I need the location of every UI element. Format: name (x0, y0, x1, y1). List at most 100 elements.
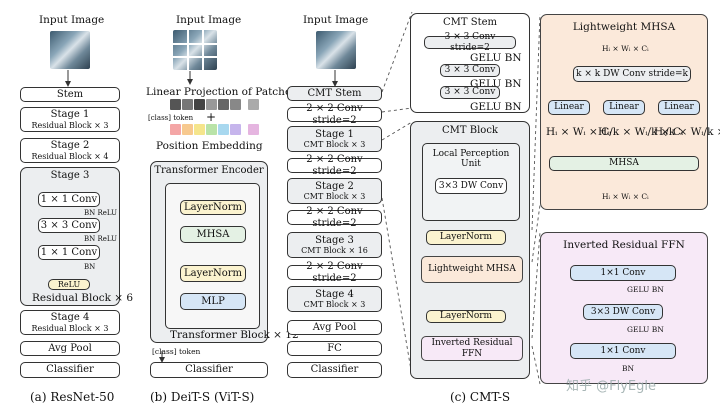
cmt-stage4-sub: CMT Block × 3 (303, 300, 366, 310)
lmhsa-linear-v: Linear (658, 100, 700, 115)
cmt-stage3-title: Stage 3 (315, 234, 354, 246)
block-lmhsa-label: Lightweight MHSA (428, 264, 516, 275)
block-irffn-label: Inverted Residual FFN (431, 338, 513, 359)
resnet-relu: ReLU (48, 279, 90, 290)
stem-conv-a: 3 × 3 Conv stride=2 (424, 32, 516, 53)
cmt-stage1-title: Stage 1 (315, 128, 354, 140)
resnet-stage4-sub: Residual Block × 3 (31, 323, 109, 333)
deit-block-sub: Transformer Block × 12 (170, 329, 299, 341)
lmhsa-dim-k: Hᵢ/k × Wᵢ/k × Cᵢ (598, 126, 684, 138)
cmt-stage3: Stage 3 CMT Block × 16 (287, 232, 382, 258)
deit-patch-grid (173, 30, 217, 70)
resnet-classifier-label: Classifier (46, 364, 94, 376)
deit-position-embedding: Position Embedding (156, 140, 263, 152)
resnet-stage4-title: Stage 4 (50, 312, 90, 324)
resnet-conv1x1-b: 1 × 1 Conv (38, 245, 100, 260)
cmt-conv-stride-c-label: 2 × 2 Conv stride=2 (306, 206, 363, 229)
resnet-input-image (50, 31, 90, 69)
lmhsa-mhsa: MHSA (549, 156, 699, 171)
ffn-bn: BN (622, 364, 635, 373)
ffn-dwconv: 3×3 DW Conv (583, 304, 663, 320)
resnet-stage4: Stage 4 Residual Block × 3 (20, 310, 120, 335)
lpu-dwconv: 3×3 DW Conv (435, 178, 507, 194)
cmt-stem: CMT Stem (287, 86, 382, 101)
resnet-stage2-title: Stage 2 (50, 140, 90, 152)
deit-position-tokens (170, 124, 260, 136)
deit-layernorm-2-label: LayerNorm (184, 267, 242, 279)
lpu-dwconv-label: 3×3 DW Conv (438, 180, 504, 191)
deit-class-token-label: [class] token (148, 114, 194, 122)
deit-mlp-label: MLP (201, 295, 225, 307)
ffn-dwconv-label: 3×3 DW Conv (590, 306, 656, 317)
cmt-stage2: Stage 2 CMT Block × 3 (287, 178, 382, 204)
lmhsa-dwconv-label: k × k DW Conv stride=k (576, 68, 688, 79)
deit-mhsa: MHSA (180, 226, 246, 243)
deit-plus-sign: + (206, 110, 217, 124)
cmt-stage2-title: Stage 2 (315, 180, 354, 192)
cmt-stage2-sub: CMT Block × 3 (303, 192, 366, 202)
cmt-stage4-title: Stage 4 (315, 288, 354, 300)
stem-conv-c-label: 3 × 3 Conv (444, 87, 496, 98)
cmt-conv-stride-b: 2 × 2 Conv stride=2 (287, 154, 382, 177)
deit-encoder-title: Transformer Encoder (154, 165, 264, 176)
stem-gelu-bn-a: GELU BN (470, 52, 522, 64)
lmhsa-mhsa-label: MHSA (609, 158, 639, 169)
resnet-conv3x3: 3 × 3 Conv (38, 218, 100, 233)
stem-conv-a-label: 3 × 3 Conv stride=2 (444, 32, 496, 53)
resnet-conv3x3-label: 3 × 3 Conv (40, 219, 98, 231)
resnet-stage2: Stage 2 Residual Block × 4 (20, 138, 120, 163)
cmt-conv-stride-a: 2 × 2 Conv stride=2 (287, 103, 382, 126)
cmt-stage1-sub: CMT Block × 3 (303, 140, 366, 150)
stem-conv-c: 3 × 3 Conv (440, 86, 500, 99)
stem-conv-b-label: 3 × 3 Conv (444, 65, 496, 76)
deit-linear-projection: Linear Projection of Patches (146, 86, 297, 98)
cmt-avgpool-label: Avg Pool (312, 321, 357, 333)
deit-layernorm-1: LayerNorm (180, 200, 246, 215)
resnet-conv1x1-a: 1 × 1 Conv (38, 192, 100, 207)
stem-conv-b: 3 × 3 Conv (440, 64, 500, 77)
cmt-conv-stride-c: 2 × 2 Conv stride=2 (287, 206, 382, 229)
block-layernorm-2-label: LayerNorm (439, 311, 493, 322)
ffn-conv2: 1×1 Conv (570, 343, 676, 359)
ffn-conv1: 1×1 Conv (570, 265, 676, 281)
cmt-stem-label: CMT Stem (307, 87, 362, 99)
deit-classifier: Classifier (150, 362, 268, 378)
deit-layernorm-1-label: LayerNorm (184, 201, 242, 213)
lmhsa-linear-k-label: Linear (609, 102, 639, 113)
resnet-bn-relu-2: BN ReLU (84, 235, 118, 243)
cmt-fc-label: FC (327, 342, 342, 354)
lmhsa-linear-v-label: Linear (664, 102, 694, 113)
cmt-conv-stride-d: 2 × 2 Conv stride=2 (287, 261, 382, 284)
resnet-stage3-sub: Residual Block × 6 (32, 292, 134, 304)
block-layernorm-2: LayerNorm (426, 310, 506, 323)
deit-mlp: MLP (180, 293, 246, 310)
cmt-conv-stride-a-label: 2 × 2 Conv stride=2 (306, 103, 363, 126)
stem-gelu-bn-c: GELU BN (470, 101, 522, 113)
cmt-caption: (c) CMT-S (450, 390, 511, 404)
resnet-stage3-title: Stage 3 (50, 170, 90, 181)
cmt-stage4: Stage 4 CMT Block × 3 (287, 286, 382, 312)
lmhsa-linear-q: Linear (548, 100, 590, 115)
ffn-detail-title: Inverted Residual FFN (563, 239, 685, 251)
deit-classifier-label: Classifier (185, 364, 233, 376)
lmhsa-dim-v: Hᵢ/k × Wᵢ/k × Cᵢ (654, 126, 720, 138)
resnet-relu-label: ReLU (57, 279, 81, 289)
resnet-stem-label: Stem (56, 88, 84, 100)
resnet-input-label: Input Image (39, 14, 105, 26)
deit-input-label: Input Image (176, 14, 242, 26)
cmt-fc: FC (287, 341, 382, 356)
ffn-gelu-bn-1: GELU BN (627, 285, 664, 294)
ffn-conv1-label: 1×1 Conv (600, 267, 646, 278)
cmt-conv-stride-d-label: 2 × 2 Conv stride=2 (306, 261, 363, 284)
resnet-stage2-sub: Residual Block × 4 (31, 151, 109, 161)
lmhsa-dim-in: Hᵢ × Wᵢ × Cᵢ (602, 44, 649, 53)
resnet-conv1x1-b-label: 1 × 1 Conv (40, 246, 98, 258)
block-irffn: Inverted Residual FFN (421, 336, 523, 361)
block-layernorm-1: LayerNorm (426, 230, 506, 245)
ffn-gelu-bn-2: GELU BN (627, 325, 664, 334)
cmt-conv-stride-b-label: 2 × 2 Conv stride=2 (306, 154, 363, 177)
deit-class-token-out: [class] token (152, 347, 201, 356)
resnet-classifier: Classifier (20, 362, 120, 378)
block-layernorm-1-label: LayerNorm (439, 232, 493, 243)
cmt-classifier: Classifier (287, 362, 382, 378)
